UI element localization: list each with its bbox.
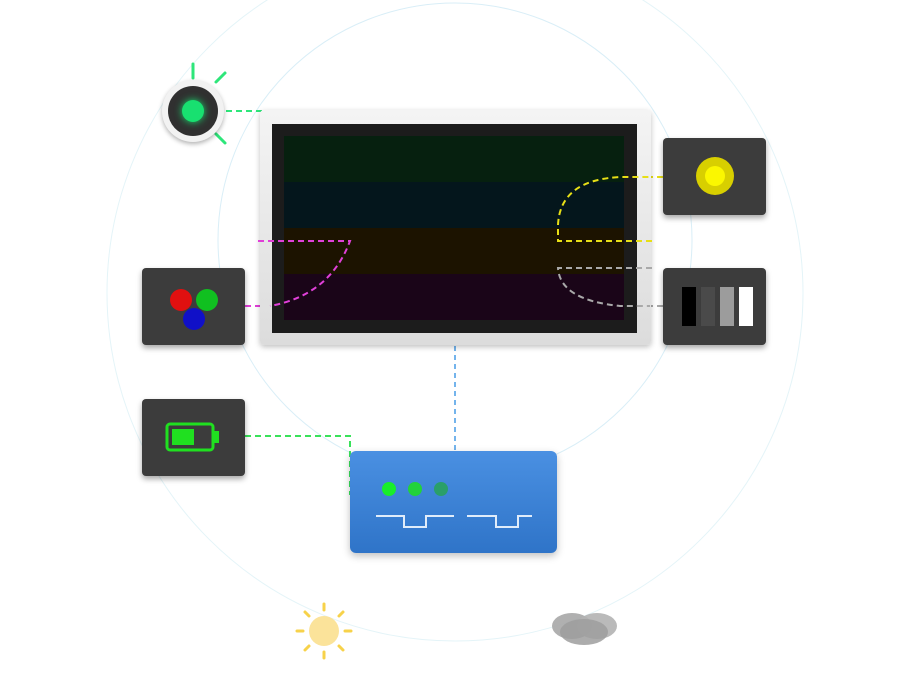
power-led <box>182 100 204 122</box>
power-button-icon[interactable] <box>162 80 224 142</box>
screen-band-cyan <box>284 182 624 228</box>
battery-connector <box>245 435 351 495</box>
signal-controller-icon <box>376 482 532 528</box>
screen-band-magenta <box>284 274 624 320</box>
battery-tile[interactable] <box>142 399 245 476</box>
sun-icon <box>295 602 353 660</box>
rgb-circles-icon <box>170 289 218 330</box>
signal-controller[interactable] <box>350 451 557 553</box>
brightness-tile[interactable] <box>663 138 766 215</box>
screen-band-green <box>284 136 624 182</box>
brightness-knob-icon <box>696 157 734 195</box>
display-monitor <box>260 110 651 345</box>
power-button-core <box>168 86 218 136</box>
outer-ring-large <box>106 0 804 642</box>
grayscale-tile[interactable] <box>663 268 766 345</box>
display-screen <box>272 124 637 333</box>
battery-icon <box>165 422 219 452</box>
grayscale-bars-icon <box>682 287 753 326</box>
cloud-icon <box>552 613 617 645</box>
screen-band-amber <box>284 228 624 274</box>
power-rays <box>191 62 227 145</box>
rgb-tile[interactable] <box>142 268 245 345</box>
